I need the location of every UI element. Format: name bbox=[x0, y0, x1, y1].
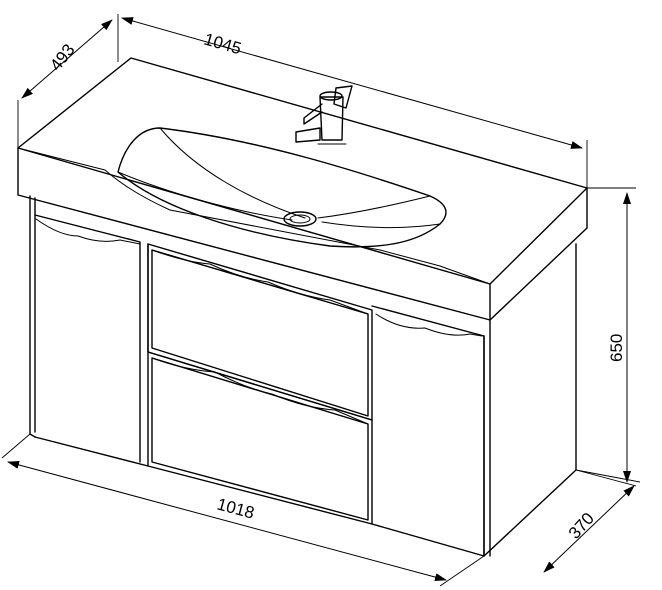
dimension-height: 650 bbox=[575, 187, 637, 487]
dim-label-cabinet-width: 1018 bbox=[215, 495, 256, 523]
dim-label-top-width: 1045 bbox=[202, 30, 244, 59]
dimension-top-width: 1045 bbox=[121, 17, 588, 188]
dim-label-cabinet-depth: 370 bbox=[565, 509, 598, 543]
dimension-cabinet-depth: 370 bbox=[543, 469, 641, 573]
countertop bbox=[17, 57, 588, 321]
dim-label-top-depth: 493 bbox=[46, 40, 78, 74]
basin bbox=[117, 127, 447, 248]
faucet bbox=[295, 85, 353, 145]
dimension-cabinet-width: 1018 bbox=[1, 433, 485, 587]
dim-label-height: 650 bbox=[607, 334, 626, 362]
drain bbox=[283, 211, 317, 227]
cabinet bbox=[29, 195, 577, 557]
